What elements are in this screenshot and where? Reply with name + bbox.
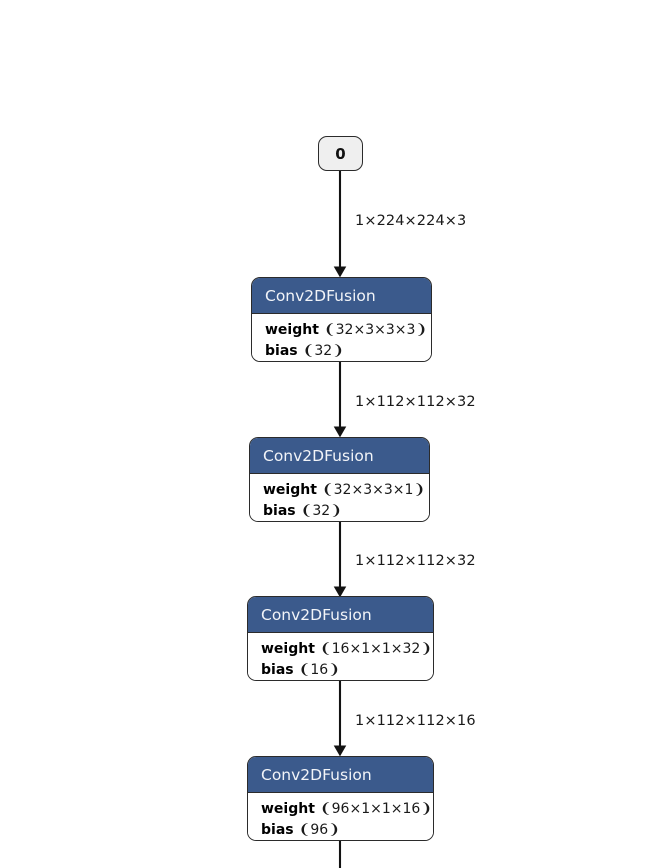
attribute-name-bias-1: bias [265,343,298,359]
op-node-conv2dfusion-3[interactable]: Conv2DFusion weight❨16×1×1×32❩ bias❨16❩ [247,596,434,681]
op-node-type-label-1: Conv2DFusion [265,286,376,305]
edge-label-node-1-to-node-2: 1×112×112×32 [355,394,476,410]
op-node-conv2dfusion-1[interactable]: Conv2DFusion weight❨32×3×3×3❩ bias❨32❩ [251,277,432,362]
op-node-header-1[interactable]: Conv2DFusion [252,278,431,314]
attribute-name-bias-3: bias [261,662,294,678]
attribute-value-bias-1: ❨32❩ [302,343,344,359]
op-node-type-label-3: Conv2DFusion [261,605,372,624]
attribute-row-bias-4: bias❨96❩ [261,820,423,840]
attribute-value-weight-1: ❨32×3×3×3❩ [323,322,428,338]
attribute-value-bias-2: ❨32❩ [300,503,342,519]
op-node-type-label-2: Conv2DFusion [263,446,374,465]
op-node-attributes-1: weight❨32×3×3×3❩ bias❨32❩ [252,314,431,361]
attribute-name-weight-2: weight [263,482,317,498]
attribute-row-weight-1: weight❨32×3×3×3❩ [265,320,427,341]
attribute-value-weight-3: ❨16×1×1×32❩ [319,641,433,657]
graph-input-node-0[interactable]: 0 [318,136,363,171]
op-node-attributes-3: weight❨16×1×1×32❩ bias❨16❩ [248,633,433,680]
attribute-name-bias-2: bias [263,503,296,519]
attribute-value-bias-3: ❨16❩ [298,662,340,678]
attribute-row-weight-3: weight❨16×1×1×32❩ [261,639,432,660]
op-node-header-2[interactable]: Conv2DFusion [250,438,429,474]
op-node-attributes-2: weight❨32×3×3×1❩ bias❨32❩ [250,474,429,521]
attribute-row-weight-4: weight❨96×1×1×16❩ [261,799,432,820]
op-node-attributes-4: weight❨96×1×1×16❩ bias❨96❩ [248,793,433,840]
edge-label-node-3-to-node-4: 1×112×112×16 [355,713,476,729]
graph-input-node-label: 0 [335,144,346,163]
attribute-row-weight-2: weight❨32×3×3×1❩ [263,480,425,501]
attribute-name-weight-4: weight [261,801,315,817]
attribute-value-bias-4: ❨96❩ [298,822,340,838]
attribute-row-bias-1: bias❨32❩ [265,341,421,361]
edge-label-input-to-node-1: 1×224×224×3 [355,213,467,229]
op-node-header-4[interactable]: Conv2DFusion [248,757,433,793]
op-node-header-3[interactable]: Conv2DFusion [248,597,433,633]
attribute-name-weight-1: weight [265,322,319,338]
op-node-conv2dfusion-4[interactable]: Conv2DFusion weight❨96×1×1×16❩ bias❨96❩ [247,756,434,841]
op-node-conv2dfusion-2[interactable]: Conv2DFusion weight❨32×3×3×1❩ bias❨32❩ [249,437,430,522]
attribute-value-weight-4: ❨96×1×1×16❩ [319,801,433,817]
attribute-row-bias-3: bias❨16❩ [261,660,423,680]
attribute-row-bias-2: bias❨32❩ [263,501,419,521]
attribute-value-weight-2: ❨32×3×3×1❩ [321,482,426,498]
op-node-type-label-4: Conv2DFusion [261,765,372,784]
attribute-name-bias-4: bias [261,822,294,838]
edge-label-node-2-to-node-3: 1×112×112×32 [355,553,476,569]
attribute-name-weight-3: weight [261,641,315,657]
